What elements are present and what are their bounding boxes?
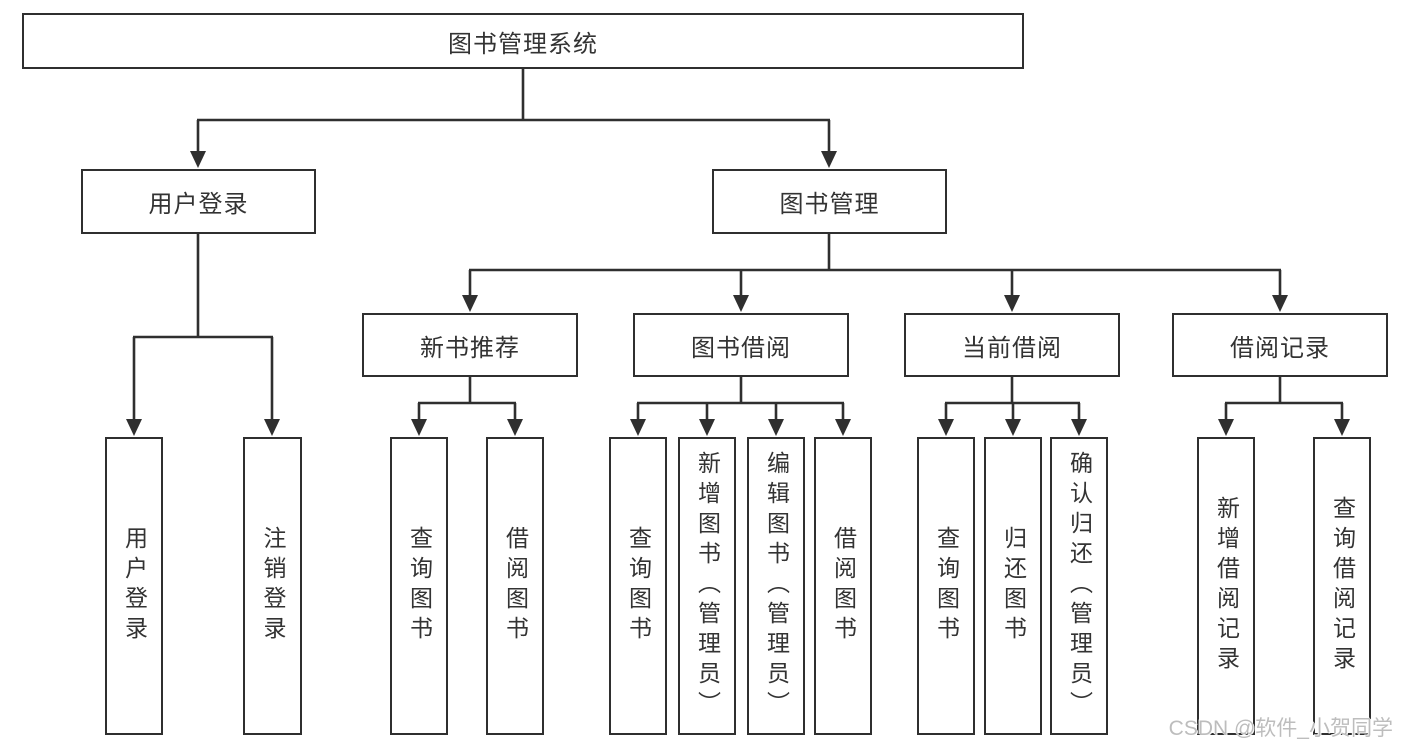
leaf-newrec-borrow-books: 借阅图书: [486, 437, 544, 735]
leaf-logout: 注销登录: [243, 437, 302, 735]
leaf-user-login: 用户登录: [105, 437, 163, 735]
leaf-current-return-books: 归还图书: [984, 437, 1042, 735]
node-library-system: 图书管理系统: [22, 13, 1024, 69]
leaf-borrow-edit-books-admin: 编辑图书（管理员）: [747, 437, 805, 735]
leaf-records-add-record: 新增借阅记录: [1197, 437, 1255, 735]
leaf-borrow-borrow-books: 借阅图书: [814, 437, 872, 735]
node-new-book-recommend: 新书推荐: [362, 313, 578, 377]
leaf-current-confirm-return-admin: 确认归还（管理员）: [1050, 437, 1108, 735]
node-book-management: 图书管理: [712, 169, 947, 234]
leaf-records-query-record: 查询借阅记录: [1313, 437, 1371, 735]
node-current-borrowing: 当前借阅: [904, 313, 1120, 377]
node-borrowing-records: 借阅记录: [1172, 313, 1388, 377]
leaf-borrow-add-books-admin: 新增图书（管理员）: [678, 437, 736, 735]
node-user-login-group: 用户登录: [81, 169, 316, 234]
leaf-newrec-query-books: 查询图书: [390, 437, 448, 735]
watermark: CSDN @软件_小贺同学: [1168, 717, 1393, 740]
node-book-borrowing: 图书借阅: [633, 313, 849, 377]
leaf-current-query-books: 查询图书: [917, 437, 975, 735]
leaf-borrow-query-books: 查询图书: [609, 437, 667, 735]
